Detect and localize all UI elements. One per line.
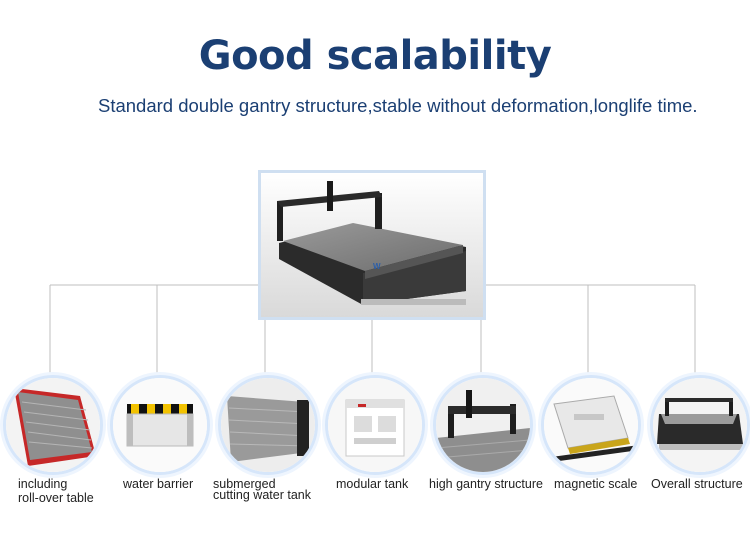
feature-modular-tank: modular tank [325, 375, 425, 491]
gantry-image [433, 375, 533, 475]
feature-label: modular tank [336, 477, 409, 491]
page-title: Good scalability [198, 33, 552, 79]
roll-over-table-image [3, 375, 103, 475]
water-tank-image [218, 375, 318, 475]
feature-label: submerged [213, 477, 276, 491]
feature-water-tank: submerged cutting water tank [213, 375, 318, 502]
feature-overall-structure: Overall structure [650, 375, 750, 491]
feature-high-gantry: high gantry structure [429, 375, 543, 491]
feature-label: water barrier [123, 477, 194, 491]
waterjet-machine-image: W [258, 170, 486, 320]
feature-label: cutting water tank [213, 488, 311, 502]
feature-label: Overall structure [651, 477, 743, 491]
feature-water-barrier: water barrier [110, 375, 210, 491]
modular-tank-image [325, 375, 425, 475]
feature-label: including [18, 477, 68, 491]
feature-magnetic-scale: magnetic scale [541, 375, 641, 491]
feature-label: magnetic scale [554, 477, 638, 491]
page-subtitle: Standard double gantry structure,stable … [98, 95, 698, 116]
feature-label: roll-over table [18, 491, 94, 505]
svg-text:W: W [373, 262, 381, 271]
magnetic-scale-image [541, 375, 641, 475]
feature-label: high gantry structure [429, 477, 543, 491]
feature-roll-over-table: including roll-over table [3, 375, 103, 505]
overall-machine-image [650, 375, 750, 475]
water-barrier-image [110, 375, 210, 475]
